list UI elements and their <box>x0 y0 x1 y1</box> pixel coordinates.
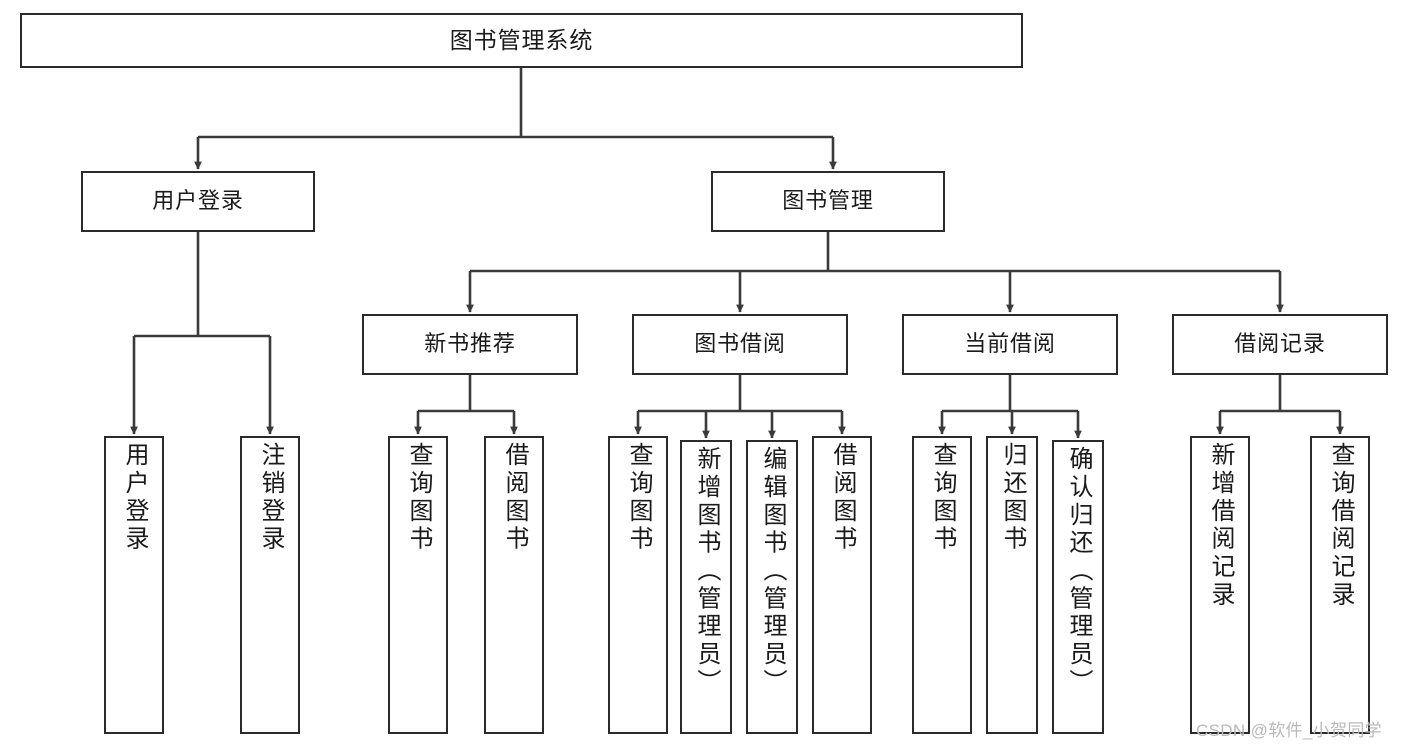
node-leaf-user-logout-label: 注销登录 <box>257 442 284 554</box>
node-leaf-user-login-label: 用户登录 <box>121 442 148 554</box>
node-leaf-return-book-label: 归还图书 <box>999 442 1026 554</box>
node-new-book-recommend-label: 新书推荐 <box>424 331 516 357</box>
node-leaf-return-book[interactable]: 归还图书 <box>986 436 1038 734</box>
node-leaf-borrow-book-rec-label: 借阅图书 <box>501 442 528 554</box>
node-borrow-record-label: 借阅记录 <box>1234 331 1326 357</box>
node-current-borrow-label: 当前借阅 <box>964 331 1056 357</box>
node-book-manage-label: 图书管理 <box>782 188 874 214</box>
node-leaf-query-book-rec[interactable]: 查询图书 <box>388 436 448 734</box>
node-leaf-user-login[interactable]: 用户登录 <box>104 436 164 734</box>
node-book-borrow[interactable]: 图书借阅 <box>632 314 848 375</box>
node-user-login[interactable]: 用户登录 <box>81 171 315 232</box>
node-current-borrow[interactable]: 当前借阅 <box>902 314 1118 375</box>
node-leaf-query-borrow-record[interactable]: 查询借阅记录 <box>1310 436 1370 734</box>
node-leaf-edit-book-label: 编辑图书（管理员） <box>759 446 786 697</box>
node-root-label: 图书管理系统 <box>449 26 594 53</box>
node-leaf-query-borrow-record-label: 查询借阅记录 <box>1327 442 1354 610</box>
node-user-login-label: 用户登录 <box>152 188 244 214</box>
node-leaf-query-book-current-label: 查询图书 <box>929 442 956 554</box>
node-leaf-borrow-book-rec[interactable]: 借阅图书 <box>484 436 544 734</box>
node-book-borrow-label: 图书借阅 <box>694 331 786 357</box>
node-leaf-add-book[interactable]: 新增图书（管理员） <box>680 440 732 734</box>
node-leaf-confirm-return[interactable]: 确认归还（管理员） <box>1052 440 1104 734</box>
csdn-watermark: CSDN @软件_小贺同学 <box>1196 721 1383 740</box>
node-leaf-add-book-label: 新增图书（管理员） <box>693 446 720 697</box>
node-leaf-borrow-book-label: 借阅图书 <box>829 442 856 554</box>
node-new-book-recommend[interactable]: 新书推荐 <box>362 314 578 375</box>
node-borrow-record[interactable]: 借阅记录 <box>1172 314 1388 375</box>
node-leaf-add-borrow-record[interactable]: 新增借阅记录 <box>1190 436 1250 734</box>
node-leaf-query-book-rec-label: 查询图书 <box>405 442 432 554</box>
node-root[interactable]: 图书管理系统 <box>20 13 1023 68</box>
node-leaf-query-book-borrow-label: 查询图书 <box>625 442 652 554</box>
node-leaf-add-borrow-record-label: 新增借阅记录 <box>1207 442 1234 610</box>
node-book-manage[interactable]: 图书管理 <box>711 171 945 232</box>
node-leaf-borrow-book[interactable]: 借阅图书 <box>812 436 872 734</box>
node-leaf-user-logout[interactable]: 注销登录 <box>240 436 300 734</box>
node-leaf-query-book-borrow[interactable]: 查询图书 <box>608 436 668 734</box>
node-leaf-edit-book[interactable]: 编辑图书（管理员） <box>746 440 798 734</box>
node-leaf-confirm-return-label: 确认归还（管理员） <box>1065 446 1092 697</box>
node-leaf-query-book-current[interactable]: 查询图书 <box>912 436 972 734</box>
